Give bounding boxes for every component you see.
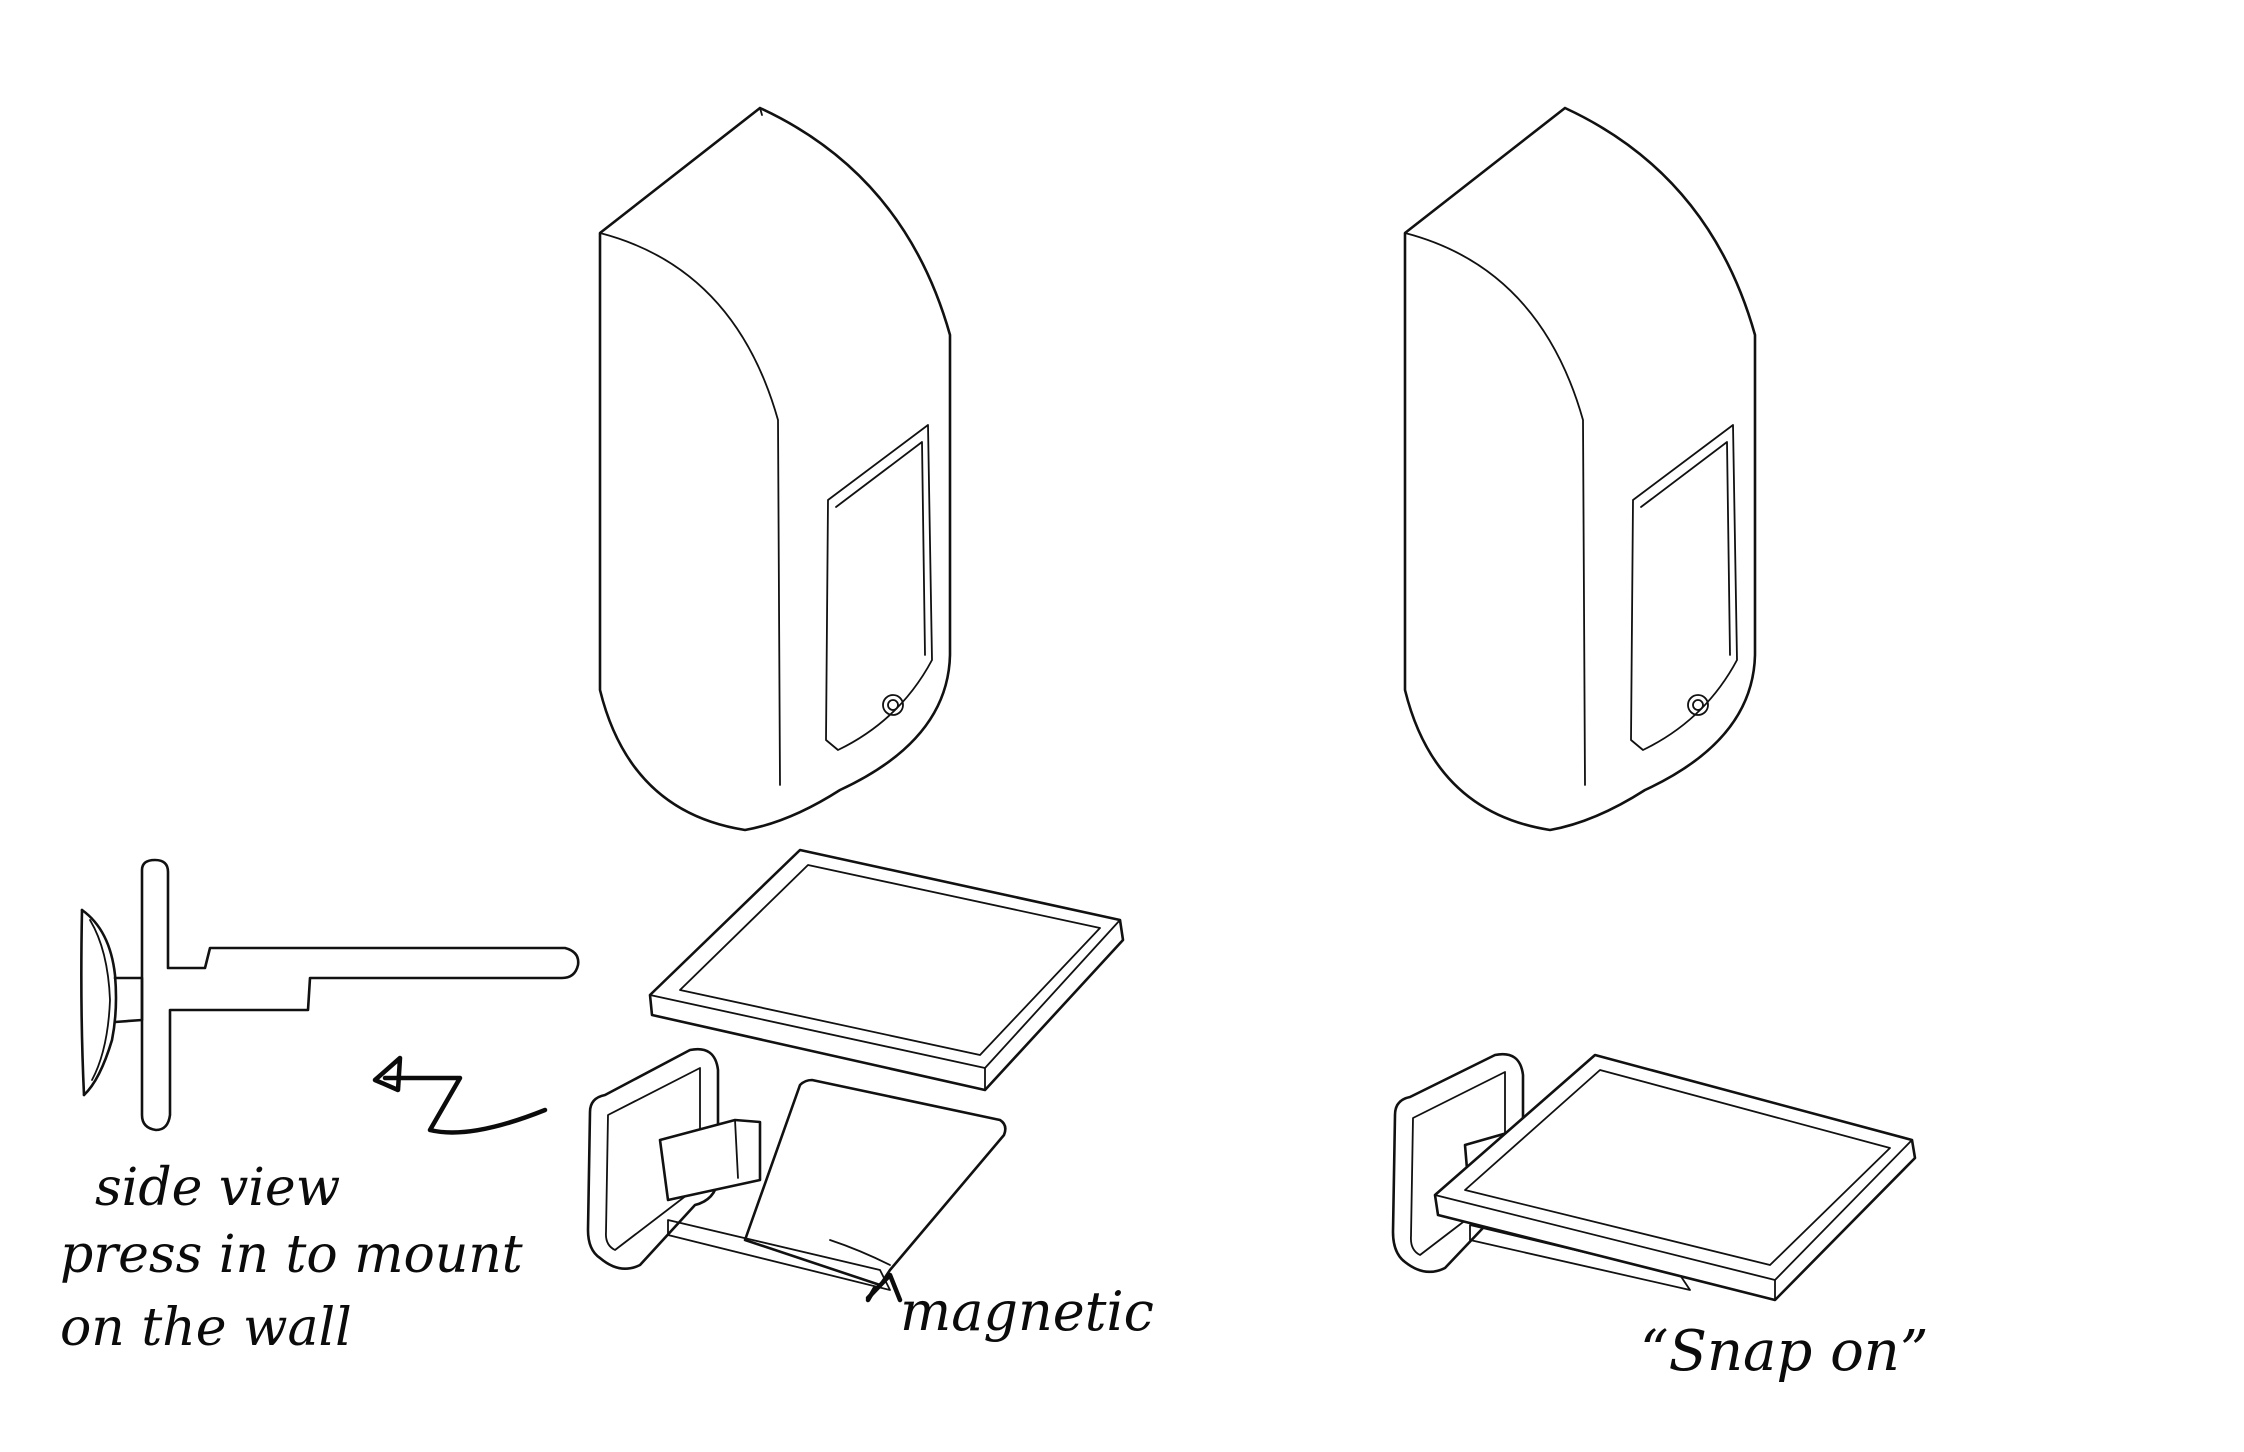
note-side-view-line-2: press in to mount bbox=[60, 1225, 523, 1285]
pointer-arrow-sketch bbox=[372, 1055, 548, 1135]
tray-right-snapped bbox=[1433, 1053, 1917, 1302]
tray-left-floating bbox=[648, 848, 1125, 1092]
magnetic-pointer bbox=[865, 1272, 903, 1303]
dispenser-left bbox=[598, 106, 952, 832]
note-magnetic: magnetic bbox=[900, 1280, 1154, 1343]
note-side-view-line-3: on the wall bbox=[60, 1298, 352, 1358]
side-view-sketch bbox=[80, 858, 580, 1132]
note-snap-on: “Snap on” bbox=[1640, 1319, 1929, 1384]
wall-mount-left bbox=[586, 1047, 1007, 1291]
dispenser-right bbox=[1403, 106, 1757, 832]
note-side-view-line-1: side view bbox=[95, 1158, 340, 1218]
